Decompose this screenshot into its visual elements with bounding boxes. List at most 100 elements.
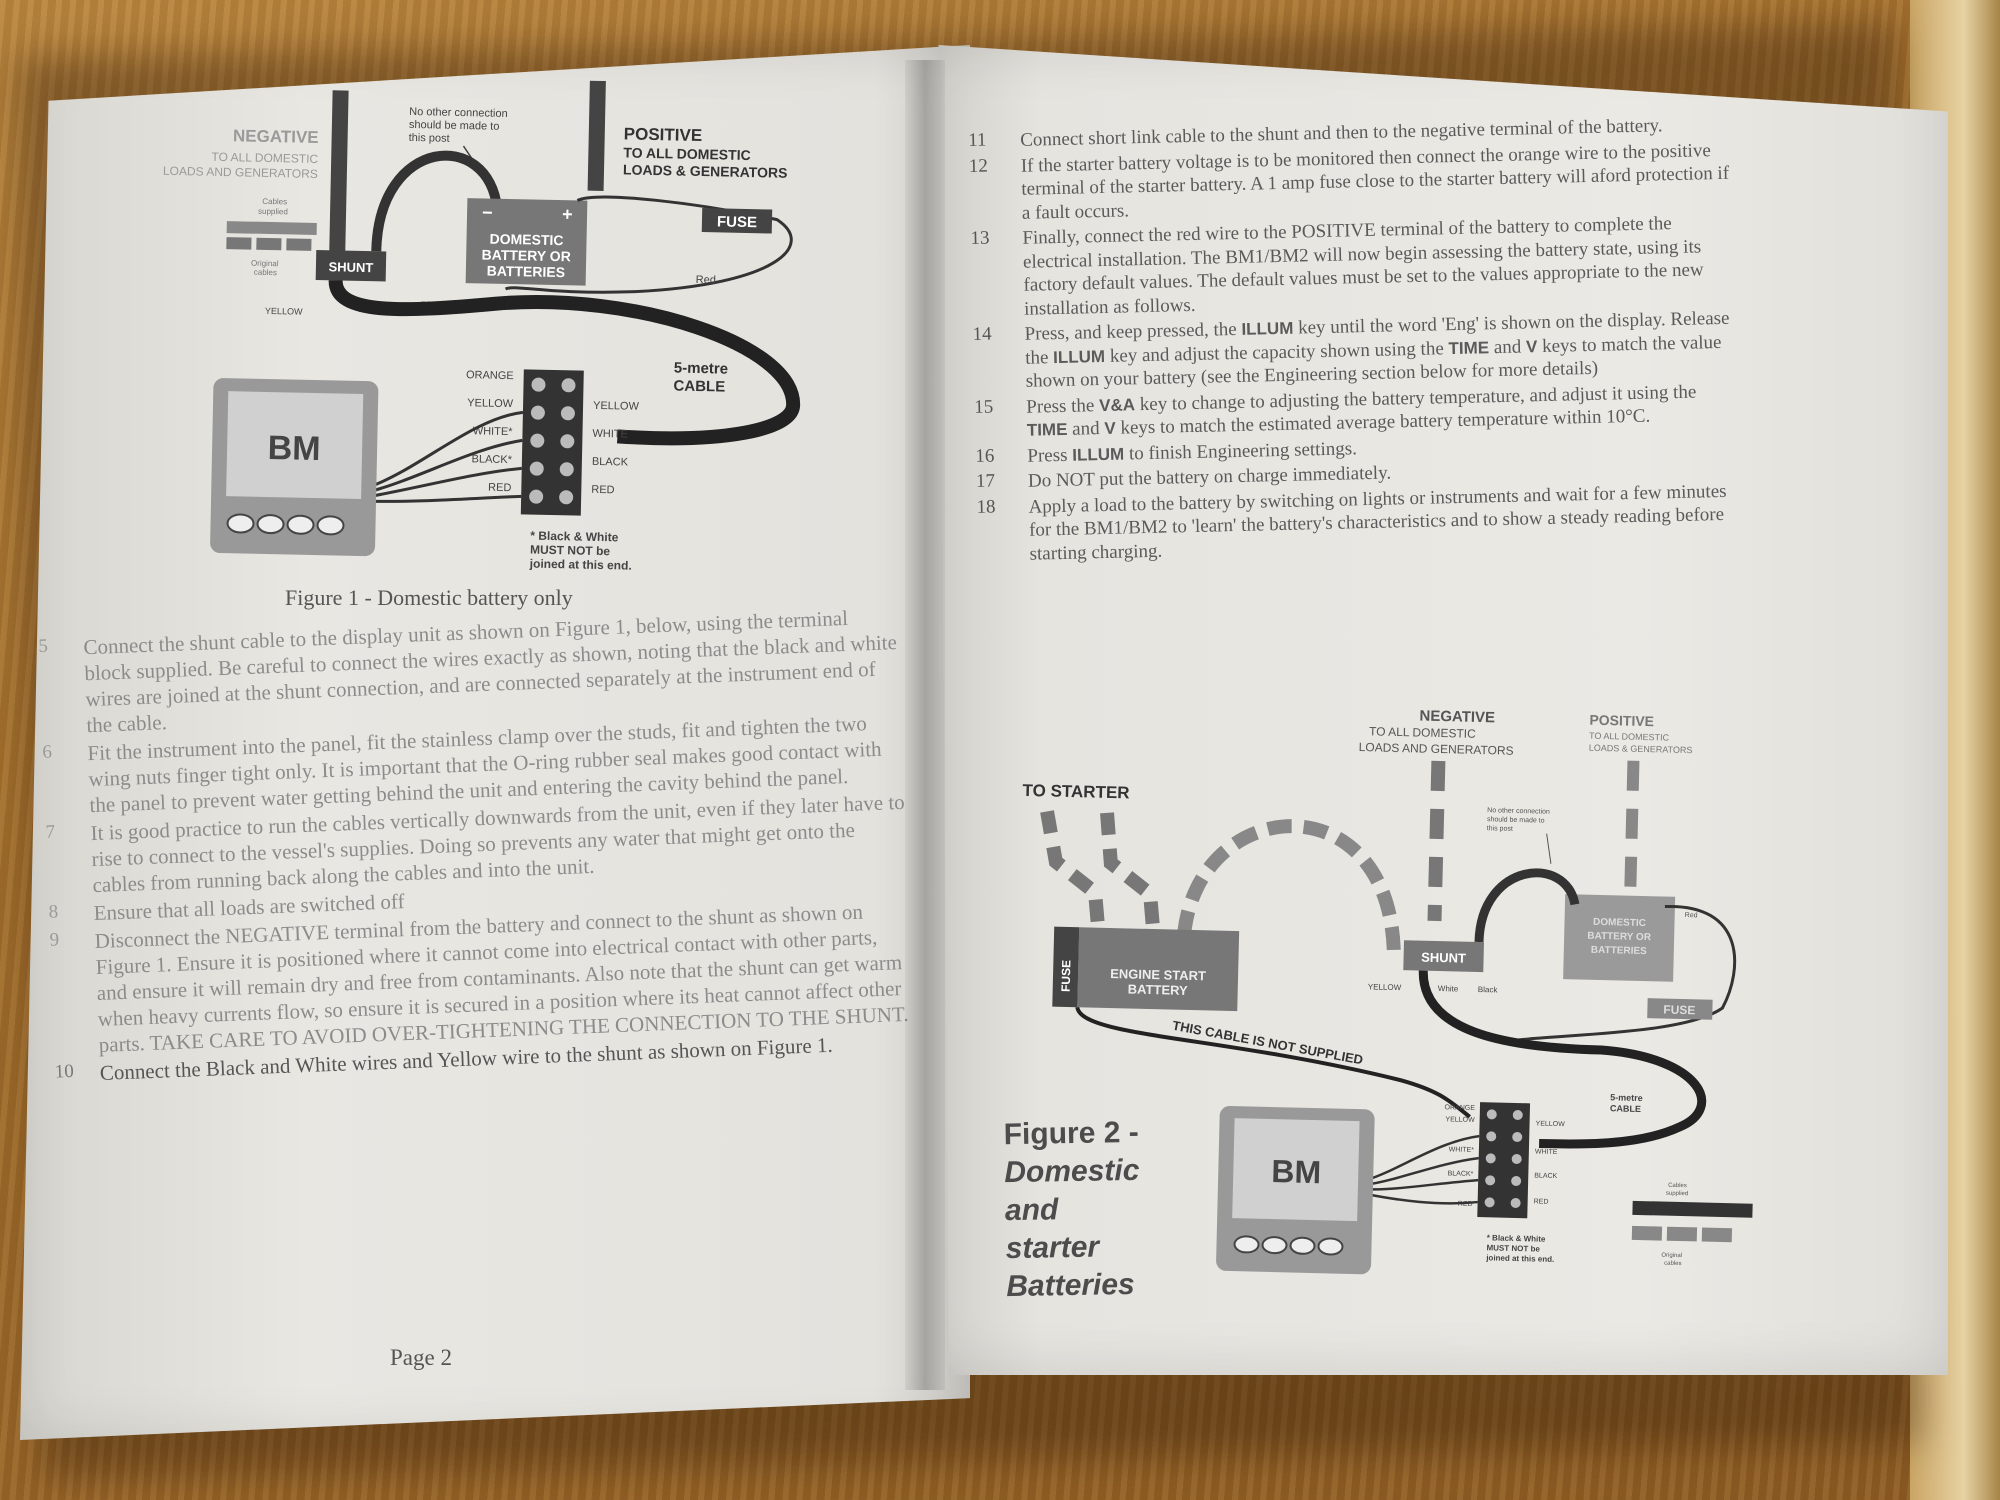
fig2-dom-label-2: BATTERY OR bbox=[1587, 931, 1652, 944]
fig2-no-other-3: this post bbox=[1487, 825, 1513, 833]
negative-title: NEGATIVE bbox=[233, 126, 319, 147]
original-cables-label-2: cables bbox=[254, 268, 277, 277]
fig2-negative-title: NEGATIVE bbox=[1419, 708, 1495, 727]
not-supplied-cable bbox=[1075, 1006, 1471, 1119]
fig2-fuse-right bbox=[1647, 998, 1713, 1020]
engine-start-battery bbox=[1077, 927, 1240, 1012]
fig2-tb-left-0: ORANGE bbox=[1445, 1104, 1476, 1112]
step-number: 15 bbox=[974, 396, 994, 418]
negative-sub2: LOADS AND GENERATORS bbox=[163, 164, 318, 181]
fig2-yellow-label: YELLOW bbox=[1368, 982, 1402, 992]
starter-cable-1 bbox=[1040, 810, 1106, 939]
bm-label: BM bbox=[267, 429, 321, 468]
fig2-positive-sub1: TO ALL DOMESTIC bbox=[1589, 731, 1670, 743]
step-number: 5 bbox=[38, 635, 49, 657]
starter-cable-2 bbox=[1100, 812, 1161, 940]
fuse-label: FUSE bbox=[717, 213, 757, 231]
battery-minus: − bbox=[482, 202, 493, 222]
original-swatch-1 bbox=[226, 237, 252, 250]
step-number: 6 bbox=[42, 741, 53, 763]
cable-label-2: CABLE bbox=[673, 378, 725, 396]
fig2-fuse-left bbox=[1052, 926, 1080, 1008]
bm-wires bbox=[370, 410, 524, 503]
step-number: 10 bbox=[54, 1060, 75, 1083]
key-name: TIME bbox=[1026, 419, 1068, 440]
fig2-tb-right-3: RED bbox=[1534, 1198, 1549, 1205]
fig2-note-3: joined at this end. bbox=[1485, 1253, 1554, 1264]
fig2-dom-label-3: BATTERIES bbox=[1591, 945, 1648, 957]
tb-left-2: WHITE* bbox=[473, 425, 514, 438]
five-metre-cable bbox=[328, 279, 801, 446]
bm-key-2 bbox=[256, 514, 285, 535]
bm-key-3 bbox=[286, 514, 315, 535]
key-name: ILLUM bbox=[1052, 346, 1106, 367]
page-number: Page 2 bbox=[390, 1345, 452, 1370]
positive-post bbox=[587, 80, 606, 191]
fig2-note-1: * Black & White bbox=[1487, 1233, 1546, 1243]
note-1: * Black & White bbox=[530, 529, 619, 545]
fig2-original-swatch-2 bbox=[1666, 1226, 1698, 1242]
domestic-battery bbox=[465, 198, 588, 286]
tb-left-3: BLACK* bbox=[471, 453, 512, 466]
figure-1-diagram: NEGATIVE TO ALL DOMESTIC LOADS AND GENER… bbox=[163, 80, 801, 573]
fig2-original-cables-2: cables bbox=[1664, 1261, 1681, 1267]
tb-left-0: ORANGE bbox=[466, 369, 514, 382]
fig2-tb-left-1: YELLOW bbox=[1445, 1116, 1475, 1124]
key-name: TIME bbox=[1448, 337, 1490, 358]
fig2-original-swatch-1 bbox=[1631, 1225, 1663, 1241]
key-name: ILLUM bbox=[1241, 318, 1294, 339]
fig2-no-other-arrow bbox=[1546, 833, 1552, 864]
fig2-bm-label: BM bbox=[1271, 1153, 1322, 1190]
fig2-bm-wires bbox=[1367, 1134, 1480, 1205]
step-number: 16 bbox=[975, 444, 995, 467]
figure-2-diagram: NEGATIVE TO ALL DOMESTIC LOADS AND GENER… bbox=[1022, 708, 1753, 1275]
fig2-bm-key-4 bbox=[1317, 1237, 1344, 1256]
fig2-positive-post bbox=[1624, 760, 1640, 896]
fig2-white-label: White bbox=[1438, 984, 1459, 994]
fig2-red-label: Red bbox=[1685, 912, 1698, 919]
step-number: 17 bbox=[975, 470, 996, 492]
fig2-terminal-block bbox=[1477, 1102, 1531, 1219]
yellow-label: YELLOW bbox=[265, 306, 303, 317]
cable-label-1: 5-metre bbox=[674, 360, 729, 378]
fig2-shunt-label: SHUNT bbox=[1421, 950, 1466, 966]
fig2-tb-left-4: RED bbox=[1458, 1201, 1473, 1208]
fig2-red-wire bbox=[1501, 905, 1737, 1045]
fig2-tb-left-2: WHITE* bbox=[1449, 1146, 1475, 1154]
cables-supplied-label-1: Cables bbox=[262, 197, 287, 207]
step-text: Finally, connect the red wire to the POS… bbox=[1022, 213, 1704, 320]
tb-left-4: RED bbox=[488, 482, 512, 494]
tb-left-1: YELLOW bbox=[467, 397, 514, 410]
fig2-black-label: Black bbox=[1478, 985, 1499, 994]
battery-label-2: BATTERY OR bbox=[481, 246, 571, 264]
tb-right-3: RED bbox=[591, 484, 615, 496]
battery-label-3: BATTERIES bbox=[487, 263, 566, 281]
step-number: 14 bbox=[972, 323, 992, 345]
cables-supplied-label-2: supplied bbox=[258, 207, 288, 217]
fig2-bm-key-3 bbox=[1289, 1236, 1316, 1255]
fig2-caption-line-1: Figure 2 - bbox=[1003, 1115, 1139, 1152]
negative-sub1: TO ALL DOMESTIC bbox=[211, 150, 318, 166]
fig2-dom-label-1: DOMESTIC bbox=[1593, 917, 1646, 929]
step-number: 7 bbox=[45, 821, 56, 843]
tb-right-0: YELLOW bbox=[593, 400, 640, 413]
key-name: V bbox=[1525, 336, 1538, 356]
note-3: joined at this end. bbox=[529, 557, 632, 573]
fig2-negative-sub1: TO ALL DOMESTIC bbox=[1369, 724, 1476, 741]
bm-display bbox=[226, 391, 364, 499]
fuse bbox=[701, 208, 773, 234]
fig2-caption-line-5: Batteries bbox=[1006, 1267, 1136, 1304]
no-other-note-1: No other connection bbox=[409, 106, 508, 120]
key-name: V&A bbox=[1098, 394, 1136, 415]
no-other-note-2: should be made to bbox=[409, 119, 500, 133]
figure-2-caption: Figure 2 - Domestic and starter Batterie… bbox=[1003, 1114, 1141, 1306]
step-number: 12 bbox=[968, 155, 989, 177]
fig2-cable-label-2: CABLE bbox=[1610, 1103, 1641, 1114]
original-cables-label-1: Original bbox=[251, 259, 279, 269]
fig2-caption-line-2: Domestic bbox=[1004, 1153, 1140, 1190]
tb-right-1: WHITE bbox=[592, 428, 628, 441]
key-name: V bbox=[1104, 418, 1116, 438]
fig2-cables-supplied-swatch bbox=[1632, 1200, 1753, 1218]
